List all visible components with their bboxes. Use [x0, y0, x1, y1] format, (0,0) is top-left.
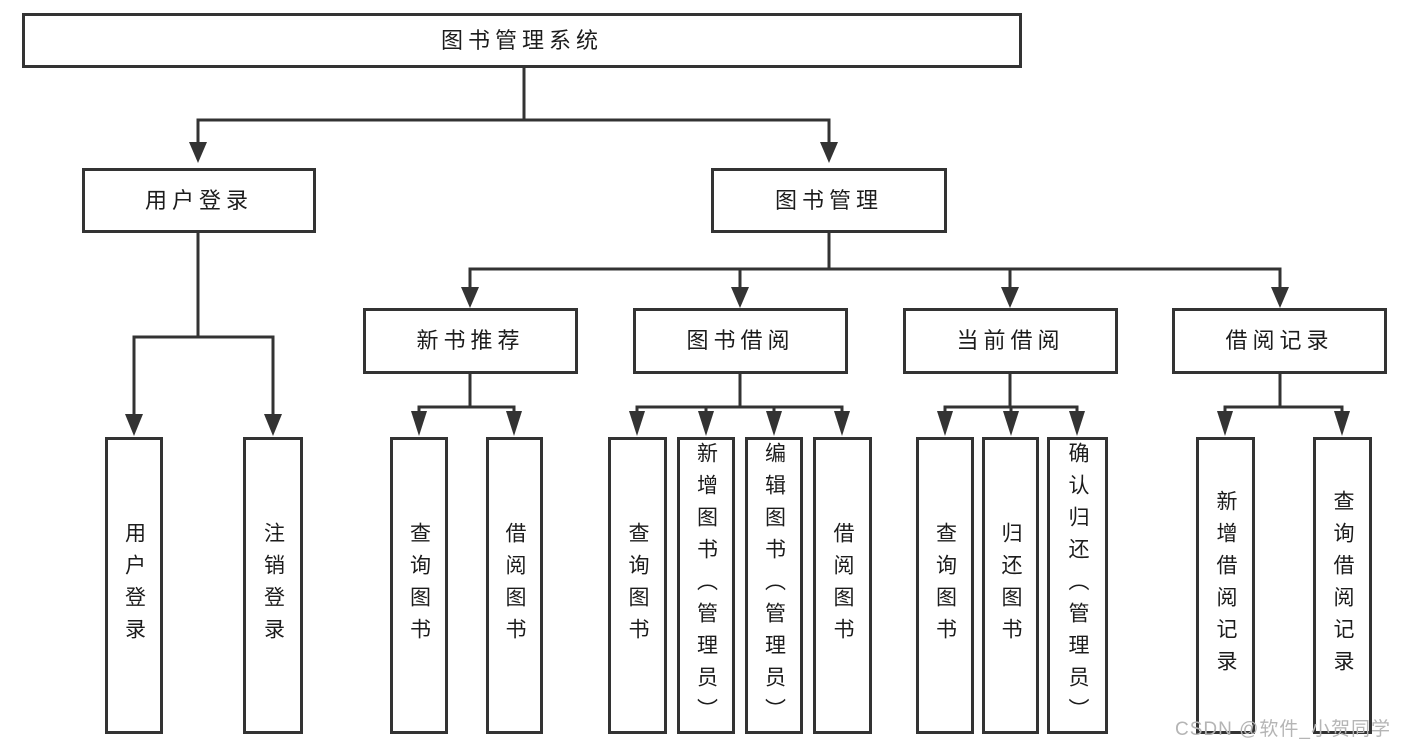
arrow-to-current-return-books [1003, 411, 1019, 436]
arrow-to-borrow-add-books [698, 411, 714, 436]
connector-current-borrow-to-children [943, 372, 1079, 417]
leaf-borrow-query-books-label: 查询图书 [626, 521, 649, 650]
arrow-to-borrow-records [1271, 287, 1289, 308]
arrow-to-borrow-query-books [629, 411, 645, 436]
node-new-book-recommend: 新书推荐 [363, 308, 578, 374]
node-borrow-records-label: 借阅记录 [1225, 328, 1334, 353]
connector-book-borrow-to-children [635, 372, 844, 417]
arrow-to-records-query-record [1334, 411, 1350, 436]
leaf-records-add-record-label: 新增借阅记录 [1214, 489, 1237, 682]
leaf-current-return-books-label: 归还图书 [999, 521, 1022, 650]
arrow-to-current-confirm-return [1069, 411, 1085, 436]
leaf-records-query-record-label: 查询借阅记录 [1331, 489, 1354, 682]
leaf-recommend-query-books-label: 查询图书 [407, 521, 431, 650]
leaf-current-confirm-return-admin-label: 确认归还（管理员） [1066, 441, 1089, 730]
node-user-login-label: 用户登录 [144, 187, 253, 213]
leaf-borrow-add-books-admin: 新增图书（管理员） [677, 437, 735, 734]
leaf-logout-login-label: 注销登录 [261, 521, 285, 650]
node-book-borrow-label: 图书借阅 [686, 328, 795, 353]
csdn-watermark: CSDN @软件_小贺同学 [1175, 719, 1391, 740]
leaf-recommend-borrow-books-label: 借阅图书 [503, 521, 526, 650]
arrow-to-leaf-logout-login [264, 414, 282, 436]
connector-new-book-recommend-to-children [417, 372, 516, 417]
leaf-current-return-books: 归还图书 [982, 437, 1039, 734]
leaf-recommend-borrow-books: 借阅图书 [486, 437, 543, 734]
leaf-logout-login: 注销登录 [243, 437, 303, 734]
arrow-to-user-login [189, 142, 207, 163]
leaf-borrow-edit-books-admin-label: 编辑图书（管理员） [762, 441, 786, 730]
leaf-user-login-label: 用户登录 [122, 521, 146, 650]
connector-book-management-to-level3 [468, 231, 1282, 293]
arrow-to-book-management [820, 142, 838, 163]
arrowheads [125, 142, 1350, 436]
leaf-user-login: 用户登录 [105, 437, 163, 734]
leaf-borrow-add-books-admin-label: 新增图书（管理员） [694, 441, 718, 730]
leaf-borrow-borrow-books: 借阅图书 [813, 437, 872, 734]
leaf-current-query-books-label: 查询图书 [933, 521, 957, 650]
arrow-to-book-borrow [731, 287, 749, 308]
connector-root-to-level2 [196, 66, 831, 148]
arrow-to-recommend-borrow-books [506, 411, 522, 436]
arrow-to-recommend-query-books [411, 411, 427, 436]
node-current-borrow: 当前借阅 [903, 308, 1118, 374]
arrow-to-new-book-recommend [461, 287, 479, 308]
leaf-records-add-record: 新增借阅记录 [1196, 437, 1255, 734]
leaf-current-confirm-return-admin: 确认归还（管理员） [1047, 437, 1108, 734]
leaf-borrow-edit-books-admin: 编辑图书（管理员） [745, 437, 803, 734]
node-root-label: 图书管理系统 [440, 27, 603, 53]
arrow-to-current-borrow [1001, 287, 1019, 308]
node-new-book-recommend-label: 新书推荐 [416, 328, 525, 353]
node-book-management: 图书管理 [711, 168, 947, 233]
node-user-login: 用户登录 [82, 168, 316, 233]
node-book-management-label: 图书管理 [774, 187, 883, 213]
node-borrow-records: 借阅记录 [1172, 308, 1387, 374]
arrow-to-borrow-borrow-books [834, 411, 850, 436]
leaf-borrow-query-books: 查询图书 [608, 437, 667, 734]
leaf-current-query-books: 查询图书 [916, 437, 974, 734]
node-book-borrow: 图书借阅 [633, 308, 848, 374]
node-root: 图书管理系统 [22, 13, 1022, 68]
arrow-to-current-query-books [937, 411, 953, 436]
connector-borrow-records-to-children [1223, 372, 1344, 417]
leaf-recommend-query-books: 查询图书 [390, 437, 448, 734]
node-current-borrow-label: 当前借阅 [956, 328, 1065, 353]
arrow-to-records-add-record [1217, 411, 1233, 436]
leaf-records-query-record: 查询借阅记录 [1313, 437, 1372, 734]
arrow-to-borrow-edit-books [766, 411, 782, 436]
connector-user-login-to-children [132, 231, 275, 420]
leaf-borrow-borrow-books-label: 借阅图书 [831, 521, 854, 650]
arrow-to-leaf-user-login [125, 414, 143, 436]
